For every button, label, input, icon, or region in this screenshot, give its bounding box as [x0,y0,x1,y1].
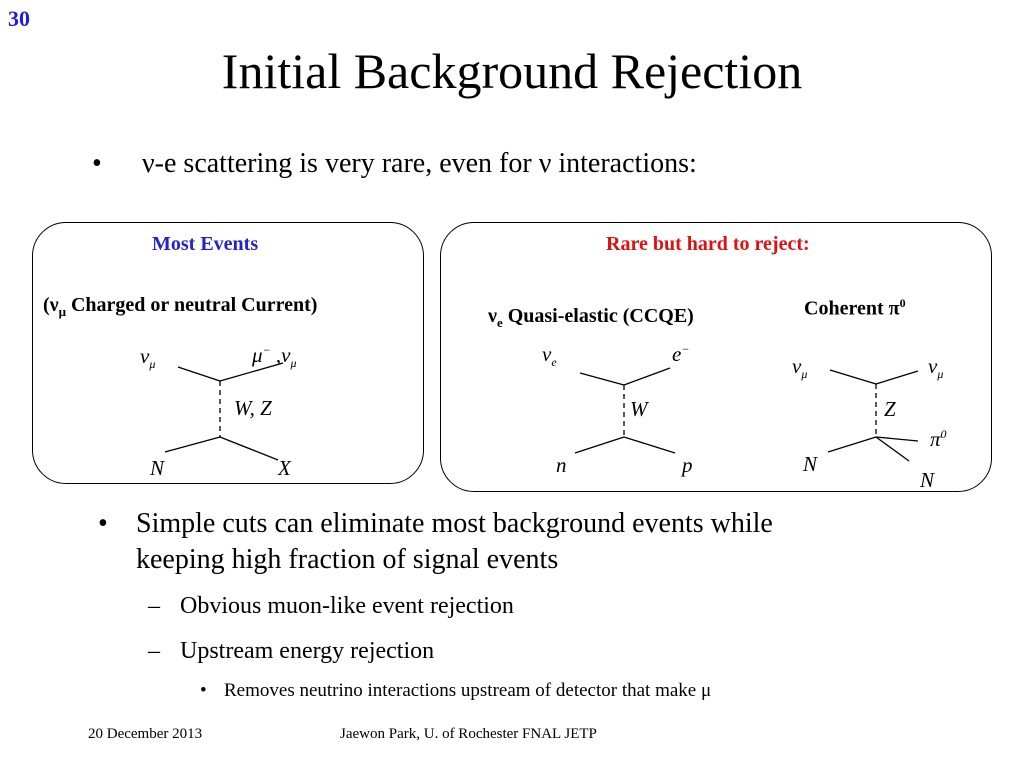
sub-bullet-upstream-rejection: –Upstream energy rejection [148,638,435,664]
coherent-pion-label: Coherent π0 [804,296,906,320]
hadronic-x-label: X [278,456,291,480]
z-boson-label: Z [884,397,896,421]
simple-cuts-line1: Simple cuts can eliminate most backgroun… [136,508,773,539]
w-z-boson-label: W, Z [234,396,272,420]
proton-label: p [682,453,693,477]
nu-e-incoming-label: νe [542,342,557,370]
bullet-marker: • [92,148,102,179]
nucleus-n-label: N [150,456,165,480]
slide-title: Initial Background Rejection [221,43,803,99]
slide-number: 30 [8,6,30,31]
neutron-label: n [556,453,567,477]
bullet-nu-e-scattering: • ν-e scattering is very rare, even for ν… [92,148,697,180]
outgoing-lepton-label: μ− ,νμ [252,343,297,371]
sub-sub-bullet-upstream-interactions: •Removes neutrino interactions upstream … [200,680,712,701]
ccqe-label: νe Quasi-elastic (CCQE) [488,305,694,330]
most-events-panel [32,222,424,484]
w-boson-label: W [630,397,648,421]
dash-marker: – [148,593,160,619]
bullet-text-mid: -e scattering is very rare, even for [154,148,539,179]
footer-date: 20 December 2013 [88,726,203,742]
dash-marker: – [148,638,160,664]
sub-bullet-muon-rejection: –Obvious muon-like event rejection [148,593,514,619]
nu-mu-outgoing-label: νμ [928,354,944,382]
charged-neutral-current-label: (νμ Charged or neutral Current) [43,294,318,319]
nu-mu-incoming-label: νμ [792,354,808,382]
electron-outgoing-label: e− [672,342,690,366]
nu-symbol: ν [538,148,552,179]
most-events-heading: Most Events [152,233,259,255]
pion-label: π0 [930,427,947,451]
bullet-simple-cuts: • Simple cuts can eliminate most backgrou… [98,508,773,540]
small-bullet-marker: • [200,680,207,701]
simple-cuts-line2: keeping high fraction of signal events [136,544,559,575]
rare-events-panel [440,222,992,492]
bullet-text-end: interactions: [551,148,697,179]
bullet-marker: • [98,508,108,539]
nucleus-n-label: N [803,452,818,476]
rare-events-heading: Rare but hard to reject: [606,233,810,255]
footer-author: Jaewon Park, U. of Rochester FNAL JETP [340,726,597,742]
nucleus-n-outgoing-label: N [920,468,935,492]
nu-symbol: ν [142,148,155,179]
nu-mu-incoming-label: νμ [140,344,156,372]
